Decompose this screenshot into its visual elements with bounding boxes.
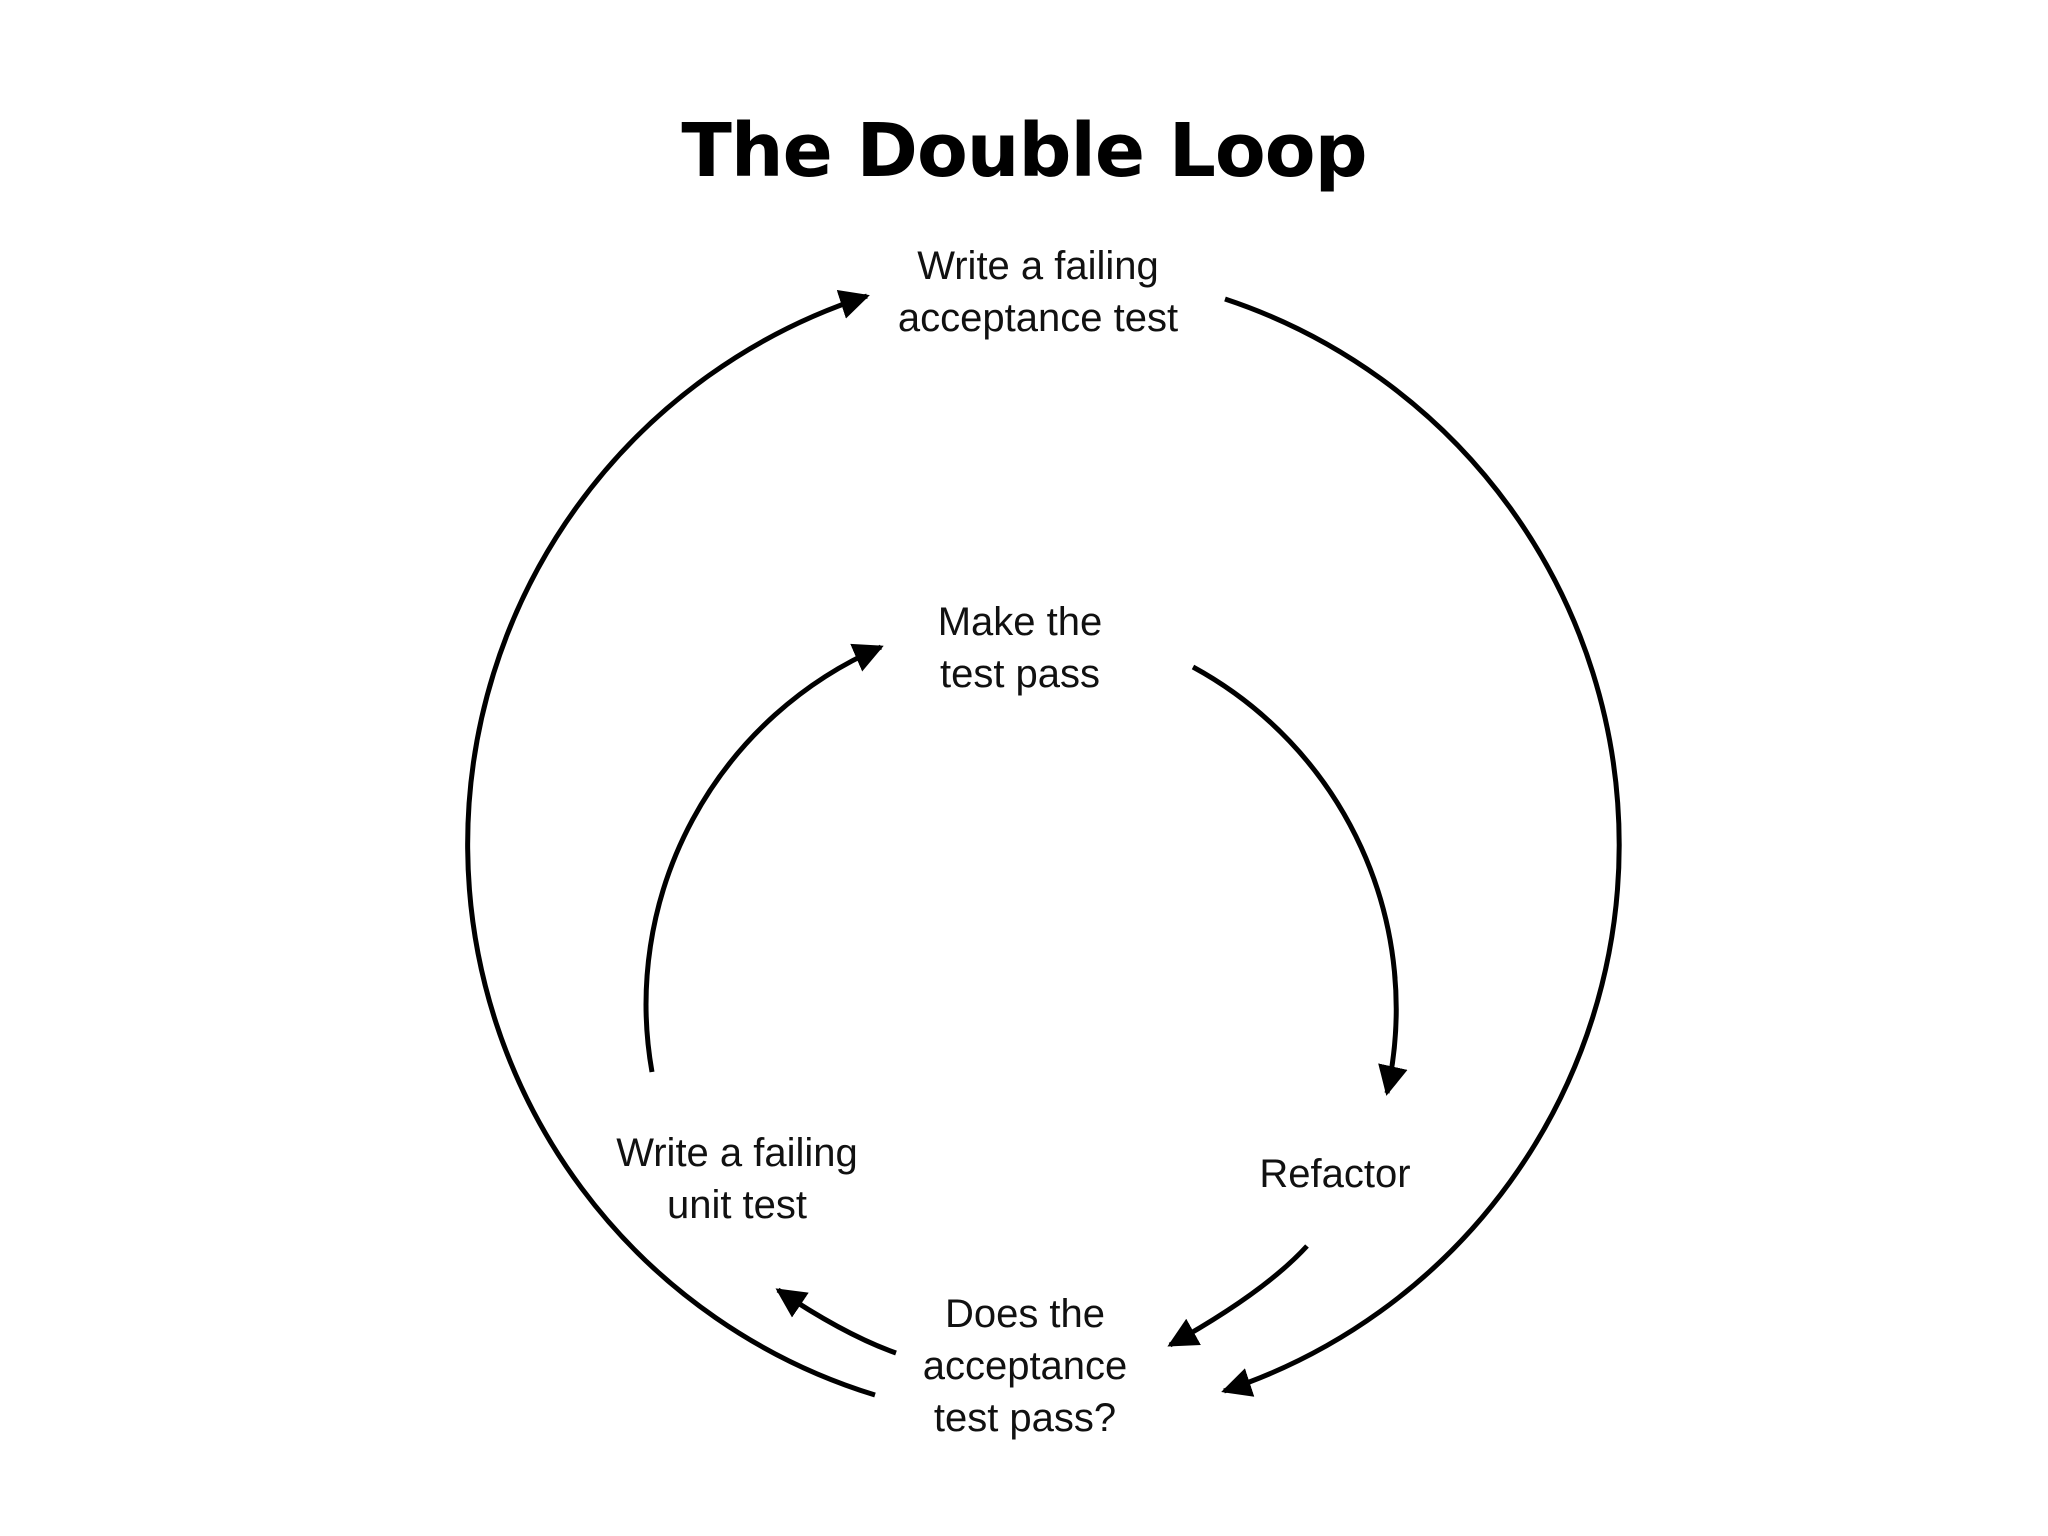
node-refactor: Refactor	[1215, 1148, 1455, 1200]
node-write-failing-unit-test: Write a failing unit test	[562, 1127, 912, 1231]
node-does-acceptance-test-pass: Does the acceptance test pass?	[875, 1288, 1175, 1444]
inner-arc-refactor-to-check	[1167, 1244, 1309, 1348]
inner-arc-make-pass-to-refactor	[1191, 664, 1408, 1096]
node-label-line: Write a failing	[917, 244, 1159, 288]
node-label-line: Write a failing	[616, 1131, 858, 1175]
outer-arc-check-to-acceptance	[465, 290, 876, 1398]
node-label-line: Does the	[944, 1292, 1106, 1336]
inner-arc-check-to-unit-test	[775, 1287, 897, 1356]
node-label-line: acceptance	[922, 1344, 1128, 1388]
page-title: The Double Loop	[681, 108, 1367, 194]
node-label-line: unit test	[666, 1183, 808, 1227]
node-label-line: test pass	[939, 652, 1101, 696]
inner-arc-unit-test-to-make-pass	[643, 643, 884, 1073]
node-label-line: Refactor	[1259, 1152, 1411, 1196]
node-label-line: Make the	[937, 600, 1103, 644]
node-make-test-pass: Make the test pass	[870, 596, 1170, 700]
node-write-failing-acceptance-test: Write a failing acceptance test	[838, 240, 1238, 344]
outer-arc-acceptance-to-check	[1221, 296, 1622, 1397]
node-label-line: test pass?	[933, 1396, 1117, 1440]
node-label-line: acceptance test	[897, 296, 1179, 340]
